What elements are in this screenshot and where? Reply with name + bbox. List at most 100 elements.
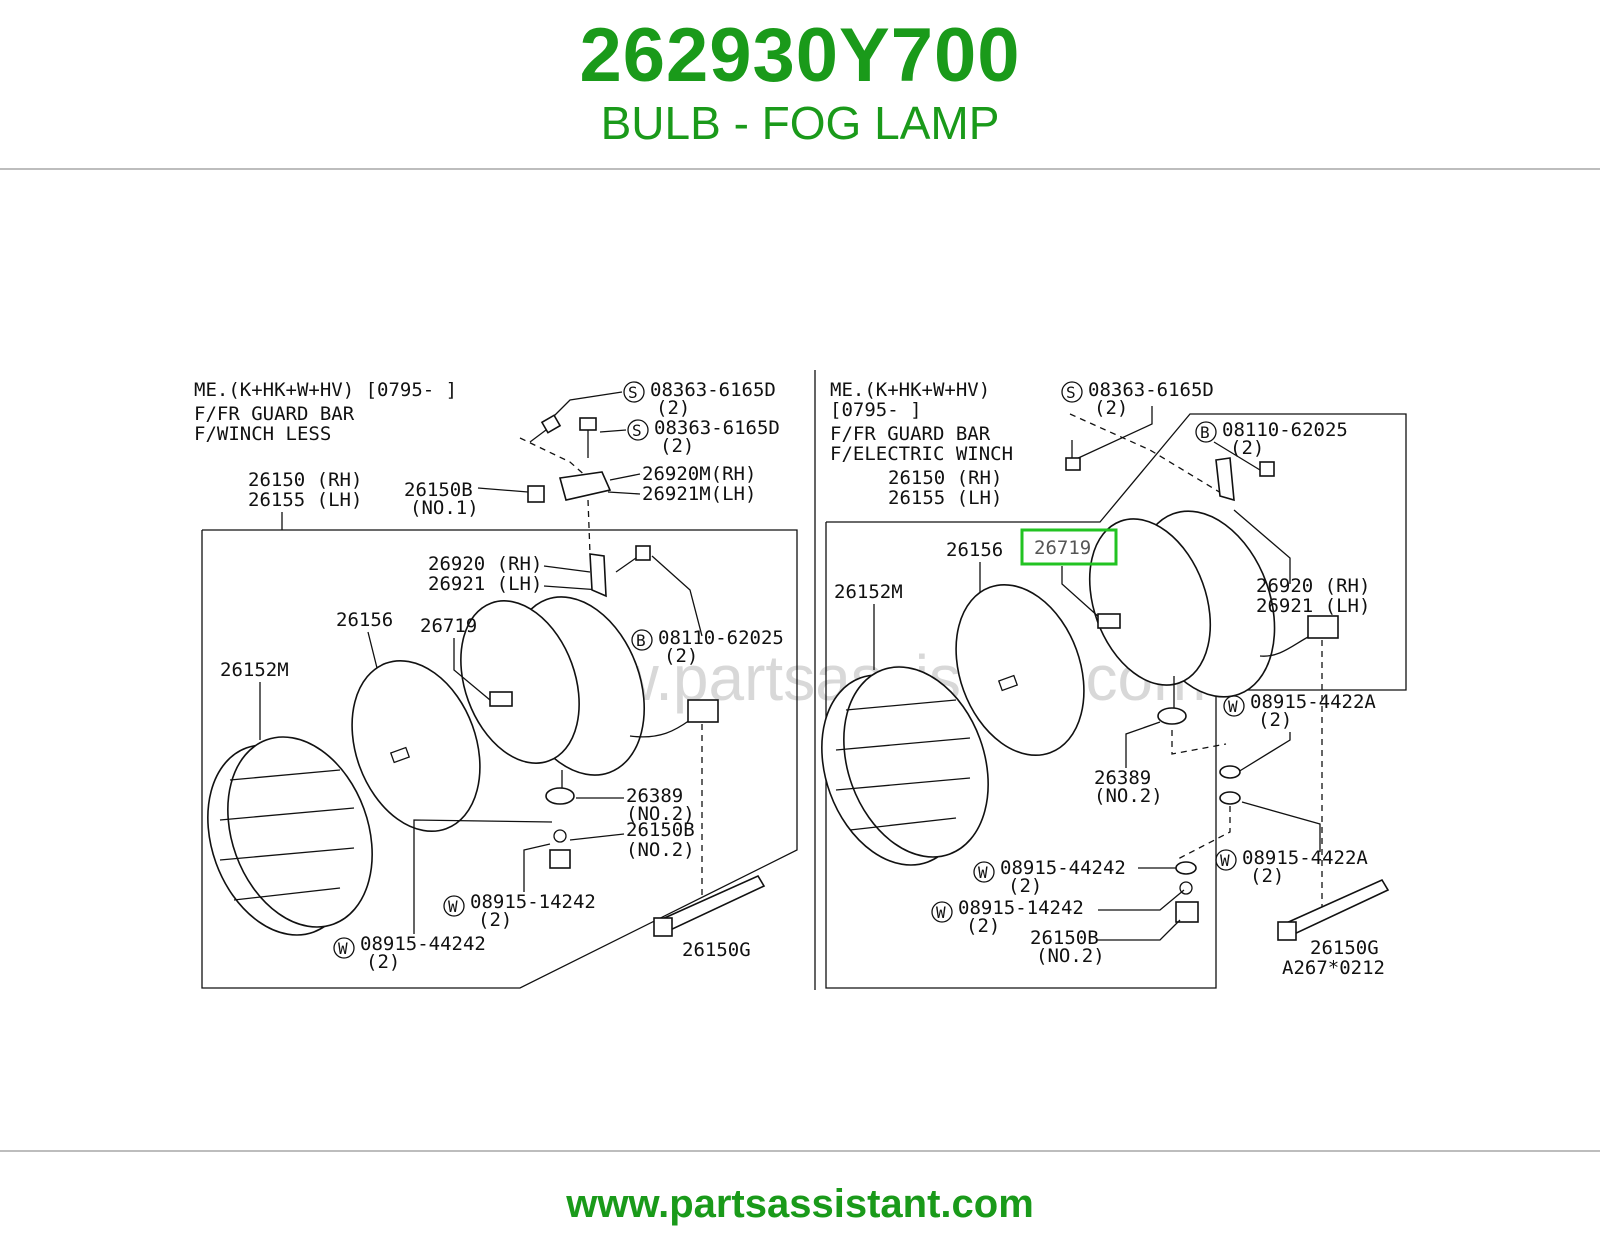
svg-text:26921 (LH): 26921 (LH) bbox=[428, 573, 542, 595]
svg-text:W: W bbox=[448, 897, 458, 916]
header-divider bbox=[0, 168, 1600, 170]
footer-divider bbox=[0, 1150, 1600, 1152]
label-26150-rh-r: 26150 (RH) bbox=[888, 467, 1002, 489]
svg-text:(2): (2) bbox=[1008, 875, 1042, 897]
svg-text:(NO.2): (NO.2) bbox=[626, 839, 695, 861]
label-26150-rh: 26150 (RH) bbox=[248, 469, 362, 491]
grommet-icon bbox=[545, 787, 575, 805]
connector-icon bbox=[687, 699, 719, 723]
label-08915-4422a-2: 08915-4422A bbox=[1242, 847, 1368, 869]
bulb-icon bbox=[489, 691, 513, 707]
footer-url[interactable]: www.partsassistant.com bbox=[566, 1182, 1034, 1226]
bracket-icon bbox=[558, 471, 612, 501]
lamp-lens bbox=[351, 659, 481, 833]
washer-icon bbox=[1219, 791, 1241, 805]
label-08363-r: 08363-6165D bbox=[1088, 379, 1214, 401]
left-panel: ME.(K+HK+W+HV) [0795- ] F/FR GUARD BAR F… bbox=[194, 379, 798, 989]
svg-text:B: B bbox=[636, 631, 646, 650]
svg-text:W: W bbox=[338, 939, 348, 958]
svg-text:(2): (2) bbox=[1094, 397, 1128, 419]
bulb-icon bbox=[1097, 613, 1121, 629]
s-marker bbox=[1061, 381, 1083, 403]
bracket-icon bbox=[1215, 457, 1235, 502]
connector-icon bbox=[1307, 615, 1339, 639]
left-header-line2: F/FR GUARD BAR bbox=[194, 403, 355, 425]
bolt-icon bbox=[635, 545, 651, 561]
cable-tie-icon bbox=[658, 874, 766, 934]
cable-tie-icon bbox=[1282, 878, 1390, 938]
diagram-code: A267*0212 bbox=[1282, 957, 1385, 979]
svg-text:(2): (2) bbox=[478, 909, 512, 931]
right-header-line3: F/FR GUARD BAR bbox=[830, 423, 991, 445]
svg-text:(2): (2) bbox=[1258, 709, 1292, 731]
label-26156: 26156 bbox=[336, 609, 393, 631]
svg-text:W: W bbox=[1228, 697, 1238, 716]
nut-icon bbox=[1175, 901, 1199, 923]
label-26155-lh: 26155 (LH) bbox=[248, 489, 362, 511]
w-marker bbox=[443, 895, 465, 917]
svg-text:S: S bbox=[628, 383, 638, 402]
label-08363-1: 08363-6165D bbox=[650, 379, 776, 401]
label-26920: 26920 (RH) bbox=[428, 553, 542, 575]
bolt-icon bbox=[540, 414, 562, 434]
svg-text:S: S bbox=[632, 421, 642, 440]
label-08915-44242-r: 08915-44242 bbox=[1000, 857, 1126, 879]
label-26389-r: 26389 bbox=[1094, 767, 1151, 789]
label-26150b-no2-r: 26150B bbox=[1030, 927, 1099, 949]
svg-text:(2): (2) bbox=[366, 951, 400, 973]
label-08915-14242: 08915-14242 bbox=[470, 891, 596, 913]
lamp-lens bbox=[955, 583, 1085, 757]
svg-text:(NO.2): (NO.2) bbox=[626, 803, 695, 825]
label-08915-44242: 08915-44242 bbox=[360, 933, 486, 955]
grommet-icon bbox=[1157, 707, 1187, 725]
svg-text:(NO.1): (NO.1) bbox=[410, 497, 479, 519]
label-26150b-no2: 26150B bbox=[626, 819, 695, 841]
svg-text:(2): (2) bbox=[966, 915, 1000, 937]
svg-text:(2): (2) bbox=[660, 435, 694, 457]
right-header-line1: ME.(K+HK+W+HV) bbox=[830, 379, 990, 401]
w-marker bbox=[1223, 695, 1245, 717]
right-header-line4: F/ELECTRIC WINCH bbox=[830, 443, 1013, 465]
svg-text:(2): (2) bbox=[656, 397, 690, 419]
left-header-line3: F/WINCH LESS bbox=[194, 423, 331, 445]
svg-text:W: W bbox=[936, 903, 946, 922]
svg-text:26921M(LH): 26921M(LH) bbox=[642, 483, 756, 505]
svg-text:W: W bbox=[978, 863, 988, 882]
diagram-svg: www.partsassistant.com ME.(K+HK+W+HV) [0… bbox=[194, 370, 1407, 990]
washer-icon bbox=[1219, 765, 1241, 779]
parts-diagram: www.partsassistant.com ME.(K+HK+W+HV) [0… bbox=[190, 340, 1420, 1000]
svg-text:(2): (2) bbox=[664, 645, 698, 667]
label-26156-r: 26156 bbox=[946, 539, 1003, 561]
svg-text:W: W bbox=[1220, 851, 1230, 870]
label-08915-14242-r: 08915-14242 bbox=[958, 897, 1084, 919]
b-marker bbox=[1195, 421, 1217, 443]
page-header: 262930Y700 BULB - FOG LAMP bbox=[0, 0, 1600, 168]
nut-icon bbox=[549, 849, 571, 869]
right-header-line2: [0795- ] bbox=[830, 399, 922, 421]
svg-text:26155 (LH): 26155 (LH) bbox=[888, 487, 1002, 509]
label-26719: 26719 bbox=[420, 615, 477, 637]
highlight-box bbox=[1020, 528, 1118, 566]
svg-text:(2): (2) bbox=[1230, 437, 1264, 459]
svg-text:(NO.2): (NO.2) bbox=[1036, 945, 1105, 967]
label-26719-highlighted: 26719 bbox=[1034, 537, 1091, 559]
bolt-icon bbox=[1065, 457, 1081, 471]
label-26920-r: 26920 (RH) bbox=[1256, 575, 1370, 597]
label-08915-4422a-1: 08915-4422A bbox=[1250, 691, 1376, 713]
label-08110-r: 08110-62025 bbox=[1222, 419, 1348, 441]
svg-text:26921 (LH): 26921 (LH) bbox=[1256, 595, 1370, 617]
label-26389: 26389 bbox=[626, 785, 683, 807]
washer-icon bbox=[553, 829, 567, 843]
s-marker bbox=[623, 381, 645, 403]
clip-icon bbox=[527, 485, 545, 503]
label-26150g-r: 26150G bbox=[1310, 937, 1379, 959]
lamp-housing-rim bbox=[460, 600, 580, 764]
label-26920m: 26920M(RH) bbox=[642, 463, 756, 485]
label-26150b-no1: 26150B bbox=[404, 479, 473, 501]
part-name: BULB - FOG LAMP bbox=[600, 97, 1000, 149]
b-marker bbox=[631, 629, 653, 651]
right-box-outline bbox=[825, 413, 1407, 989]
bolt-icon bbox=[579, 417, 597, 431]
label-08363-2: 08363-6165D bbox=[654, 417, 780, 439]
bolt-icon bbox=[1259, 461, 1275, 477]
